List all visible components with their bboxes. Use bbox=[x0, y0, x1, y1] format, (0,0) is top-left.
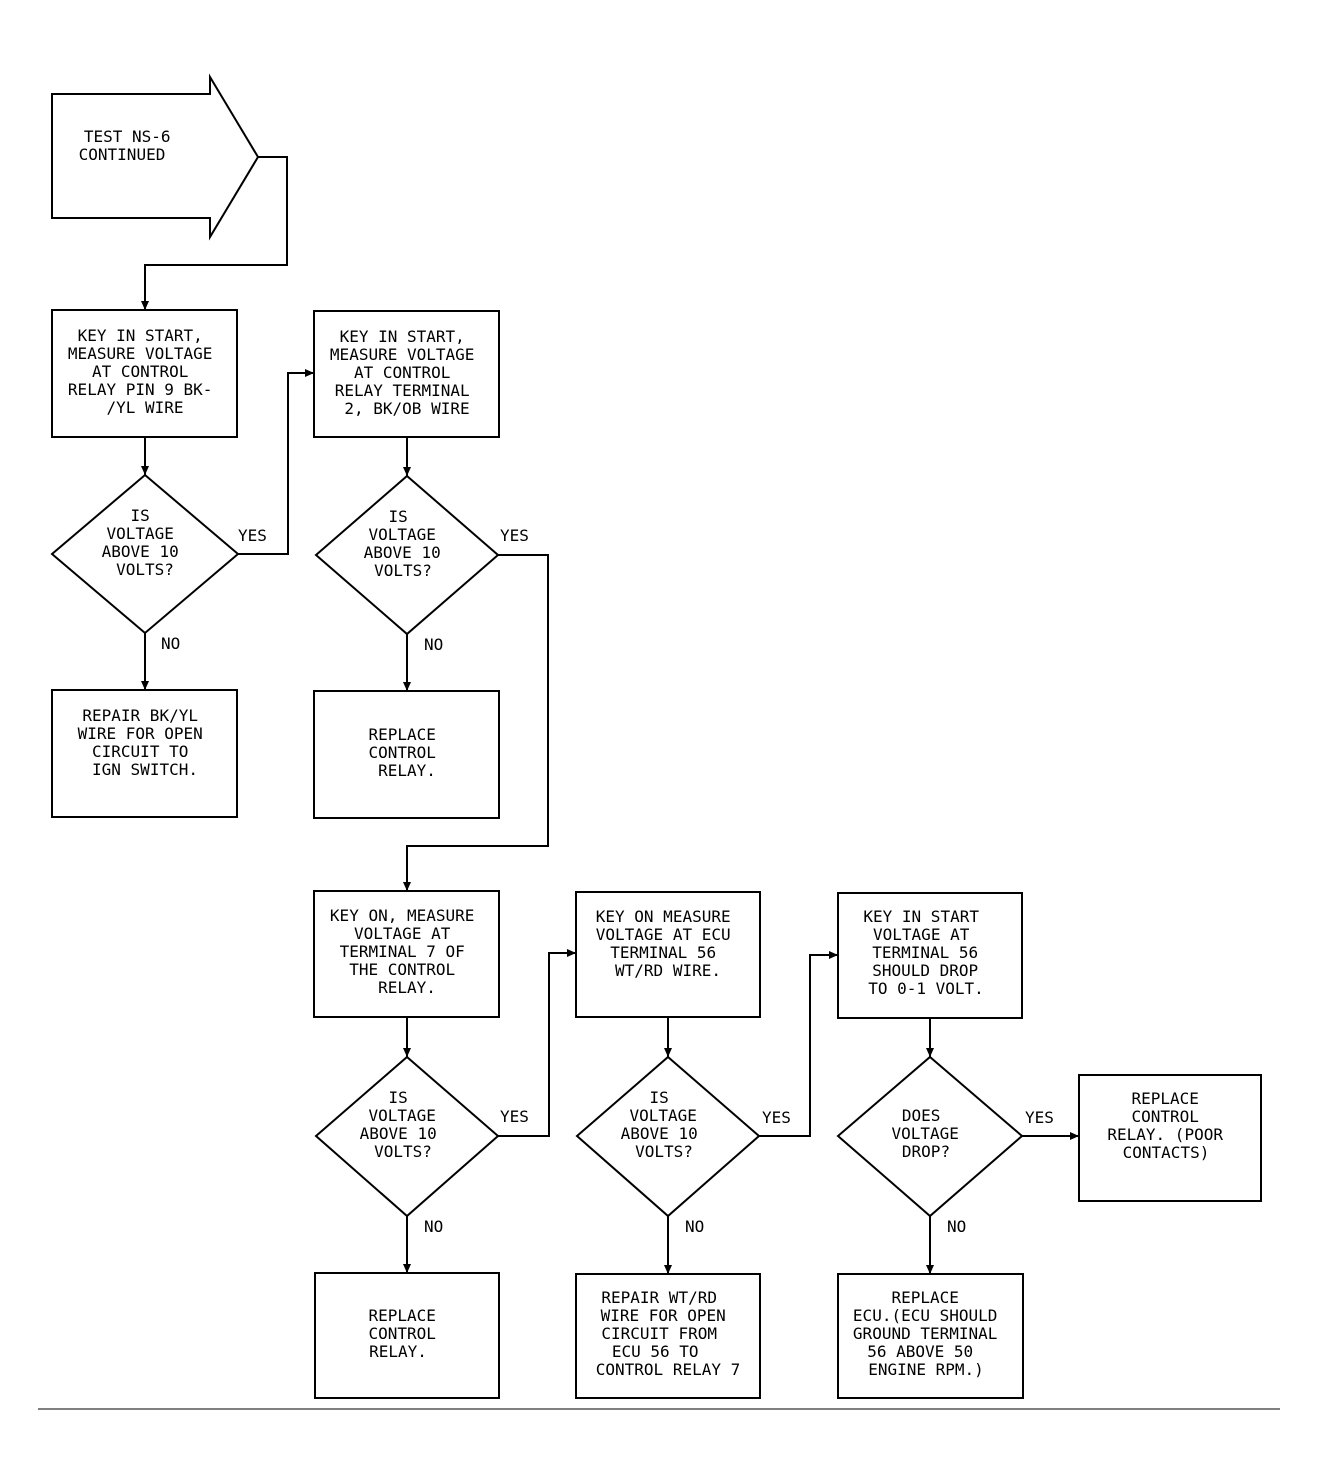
decision-d5-text: DOES VOLTAGE DROP? bbox=[891, 1106, 968, 1161]
process-box-b5: KEY ON, MEASURE VOLTAGE AT TERMINAL 7 OF… bbox=[313, 890, 500, 1018]
decision-d1: IS VOLTAGE ABOVE 10 VOLTS? bbox=[50, 473, 240, 635]
process-box-b7-text: KEY IN START VOLTAGE AT TERMINAL 56 SHOU… bbox=[863, 907, 988, 998]
yes-label-d2: YES bbox=[500, 526, 529, 545]
connector-d1-b2 bbox=[238, 369, 314, 555]
process-box-b10: REPAIR WT/RD WIRE FOR OPEN CIRCUIT FROM … bbox=[575, 1273, 761, 1399]
process-box-b10-text: REPAIR WT/RD WIRE FOR OPEN CIRCUIT FROM … bbox=[596, 1288, 741, 1379]
process-box-b9-text: REPLACE CONTROL RELAY. bbox=[368, 1306, 445, 1361]
process-box-b11-text: REPLACE ECU.(ECU SHOULD GROUND TERMINAL … bbox=[853, 1288, 1007, 1379]
no-label-d4: NO bbox=[685, 1217, 704, 1236]
decision-d2: IS VOLTAGE ABOVE 10 VOLTS? bbox=[314, 474, 500, 636]
process-box-b3-text: REPAIR BK/YL WIRE FOR OPEN CIRCUIT TO IG… bbox=[78, 706, 213, 779]
start-label: TEST NS-6 CONTINUED bbox=[79, 127, 181, 164]
yes-label-d5: YES bbox=[1025, 1108, 1054, 1127]
connector-start-b1 bbox=[141, 156, 288, 310]
no-label-d2: NO bbox=[424, 635, 443, 654]
process-box-b6-text: KEY ON MEASURE VOLTAGE AT ECU TERMINAL 5… bbox=[596, 907, 741, 980]
decision-d4: IS VOLTAGE ABOVE 10 VOLTS? bbox=[575, 1055, 761, 1218]
process-box-b8-text: REPLACE CONTROL RELAY. (POOR CONTACTS) bbox=[1107, 1089, 1232, 1162]
connectors bbox=[141, 156, 1079, 1274]
process-box-b1-text: KEY IN START, MEASURE VOLTAGE AT CONTROL… bbox=[68, 326, 222, 417]
process-box-b4-text: REPLACE CONTROL RELAY. bbox=[368, 725, 445, 780]
process-box-b2-text: KEY IN START, MEASURE VOLTAGE AT CONTROL… bbox=[330, 327, 484, 418]
decision-d5: DOES VOLTAGE DROP? bbox=[836, 1055, 1024, 1218]
no-label-d5: NO bbox=[947, 1217, 966, 1236]
decision-d1-text: IS VOLTAGE ABOVE 10 VOLTS? bbox=[102, 506, 189, 579]
connector-d3-b6 bbox=[498, 949, 576, 1137]
no-label-d3: NO bbox=[424, 1217, 443, 1236]
connector-d4-b7 bbox=[759, 951, 838, 1137]
yes-label-d3: YES bbox=[500, 1107, 529, 1126]
decision-d3: IS VOLTAGE ABOVE 10 VOLTS? bbox=[314, 1055, 500, 1218]
process-box-b6: KEY ON MEASURE VOLTAGE AT ECU TERMINAL 5… bbox=[575, 891, 761, 1018]
process-box-b8: REPLACE CONTROL RELAY. (POOR CONTACTS) bbox=[1078, 1074, 1262, 1202]
process-box-b4: REPLACE CONTROL RELAY. bbox=[313, 690, 500, 819]
process-box-b7: KEY IN START VOLTAGE AT TERMINAL 56 SHOU… bbox=[837, 892, 1023, 1019]
connector-d2-b5 bbox=[403, 554, 549, 891]
decision-d4-text: IS VOLTAGE ABOVE 10 VOLTS? bbox=[621, 1088, 708, 1161]
process-box-b3: REPAIR BK/YL WIRE FOR OPEN CIRCUIT TO IG… bbox=[51, 689, 238, 818]
process-box-b5-text: KEY ON, MEASURE VOLTAGE AT TERMINAL 7 OF… bbox=[330, 906, 484, 997]
process-box-b9: REPLACE CONTROL RELAY. bbox=[314, 1272, 500, 1399]
yes-label-d4: YES bbox=[762, 1108, 791, 1127]
decision-d3-text: IS VOLTAGE ABOVE 10 VOLTS? bbox=[360, 1088, 447, 1161]
process-box-b11: REPLACE ECU.(ECU SHOULD GROUND TERMINAL … bbox=[837, 1273, 1024, 1399]
no-label-d1: NO bbox=[161, 634, 180, 653]
start-arrow: TEST NS-6 CONTINUED bbox=[51, 73, 260, 241]
process-box-b2: KEY IN START, MEASURE VOLTAGE AT CONTROL… bbox=[313, 310, 500, 438]
branch-labels: YES NO YES NO YES NO YES NO YES NO bbox=[161, 526, 1054, 1236]
decision-d2-text: IS VOLTAGE ABOVE 10 VOLTS? bbox=[364, 507, 451, 580]
process-box-b1: KEY IN START, MEASURE VOLTAGE AT CONTROL… bbox=[51, 309, 238, 438]
yes-label-d1: YES bbox=[238, 526, 267, 545]
